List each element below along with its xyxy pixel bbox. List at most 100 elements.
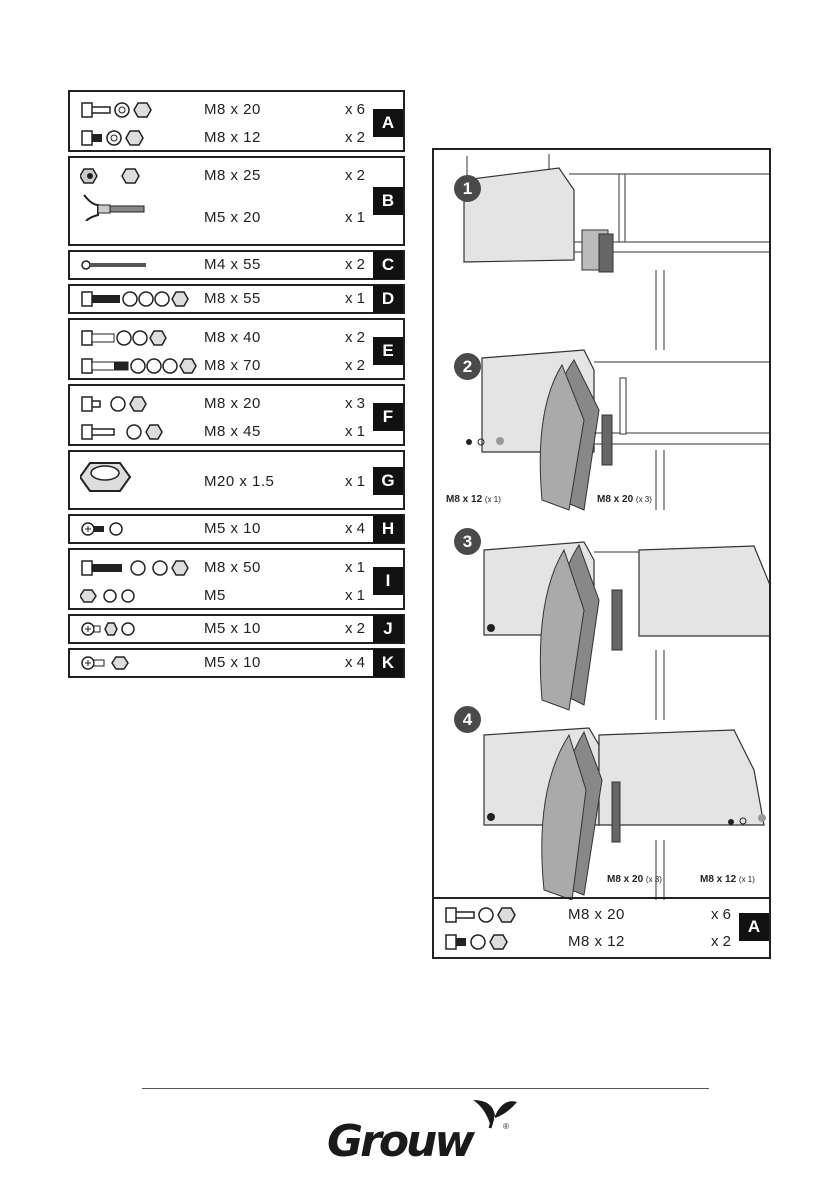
- part-row: M8 x 70 x 2: [70, 353, 403, 379]
- part-letter-badge: I: [373, 567, 403, 595]
- part-row: M5 x 10 x 4: [70, 516, 403, 542]
- part-spec: M8 x 20: [204, 395, 261, 412]
- part-spec: M8 x 40: [204, 329, 261, 346]
- part-box-g: M20 x 1.5 x 1 G: [68, 450, 405, 510]
- part-spec: M8 x 70: [204, 357, 261, 374]
- registered-mark: ®: [503, 1122, 509, 1131]
- part-row: M4 x 55 x 2: [70, 252, 403, 278]
- part-qty: x 6: [344, 101, 365, 118]
- step-1-illustration: [463, 154, 769, 350]
- part-row: M5 x 1: [70, 583, 403, 609]
- brand-logo: Grouw ®: [325, 1094, 525, 1169]
- bolt-washers-nut-icon: [81, 291, 189, 307]
- part-qty: x 6: [710, 906, 731, 923]
- part-spec: M5 x 10: [204, 654, 261, 671]
- part-row: M8 x 50 x 1: [70, 555, 403, 581]
- step-number-badge: 3: [454, 528, 481, 555]
- part-box-h: M5 x 10 x 4 H: [68, 514, 405, 544]
- part-qty: x 1: [344, 587, 365, 604]
- part-box-d: M8 x 55 x 1 D: [68, 284, 405, 314]
- part-letter-badge: A: [739, 913, 769, 941]
- panel-hardware-key: M8 x 20 x 6 M8 x 12 x 2 A: [434, 897, 769, 957]
- long-screw-icon: [81, 260, 146, 270]
- callout-size: M8 x 12: [700, 874, 737, 885]
- callout-size: M8 x 12: [446, 494, 483, 505]
- part-qty: x 4: [344, 654, 365, 671]
- part-letter-badge: H: [373, 515, 403, 543]
- part-spec: M8 x 25: [204, 167, 261, 184]
- part-letter-badge: E: [373, 337, 403, 365]
- part-qty: x 2: [344, 620, 365, 637]
- part-row: M8 x 20 x 3: [70, 391, 403, 417]
- callout-count: (x 3): [645, 875, 662, 884]
- part-box-e: M8 x 40 x 2 M8 x 70 x 2 E: [68, 318, 405, 380]
- large-nut-icon: [80, 462, 132, 492]
- bolt-washer-nut-icon: [81, 130, 144, 146]
- part-qty: x 2: [344, 129, 365, 146]
- screw-washer-icon: [81, 522, 123, 536]
- part-box-b: M8 x 25 x 2 M5 x 20 x 1 B: [68, 156, 405, 246]
- part-row: M8 x 25 x 2: [70, 163, 403, 189]
- assembly-illustration: [463, 154, 769, 900]
- part-qty: x 1: [344, 559, 365, 576]
- assembly-steps-panel: 1 2 3 4 M8 x 12 (x 1) M8 x 20 (x 3) M8 x…: [432, 148, 771, 959]
- callout-count: (x 1): [484, 495, 501, 504]
- part-qty: x 1: [344, 473, 365, 490]
- bolt-washers-nut-icon: [81, 358, 197, 374]
- fastener-callout: M8 x 12 (x 1): [446, 494, 501, 505]
- part-spec: M4 x 55: [204, 256, 261, 273]
- part-row: M5 x 10 x 2: [70, 616, 403, 642]
- part-letter-badge: A: [373, 109, 403, 137]
- part-spec: M8 x 50: [204, 559, 261, 576]
- step-number-badge: 2: [454, 353, 481, 380]
- bolt-washer-nut-icon: [81, 396, 147, 412]
- part-row: M8 x 12 x 2: [70, 125, 403, 151]
- part-qty: x 4: [344, 520, 365, 537]
- callout-size: M8 x 20: [597, 494, 634, 505]
- part-row: M20 x 1.5 x 1: [70, 462, 403, 495]
- nut-washers-icon: [80, 589, 135, 603]
- wing-bolt-icon: [83, 194, 145, 221]
- part-letter-badge: D: [373, 285, 403, 313]
- part-spec: M5 x 10: [204, 620, 261, 637]
- bolt-washers-nut-icon: [81, 560, 189, 576]
- part-letter-badge: C: [373, 251, 403, 279]
- footer-divider: [142, 1088, 709, 1089]
- step-4-illustration: [483, 727, 766, 900]
- part-qty: x 1: [344, 290, 365, 307]
- part-row: M8 x 40 x 2: [70, 325, 403, 351]
- part-spec: M20 x 1.5: [204, 473, 275, 490]
- bolt-washer-nut-icon: [445, 907, 516, 923]
- part-letter-badge: F: [373, 403, 403, 431]
- part-row: M8 x 20 x 6: [434, 902, 769, 928]
- part-letter-badge: G: [373, 467, 403, 495]
- part-letter-badge: J: [373, 615, 403, 643]
- part-letter-badge: B: [373, 187, 403, 215]
- part-qty: x 2: [344, 357, 365, 374]
- part-letter-badge: K: [373, 649, 403, 677]
- part-qty: x 2: [344, 256, 365, 273]
- part-row: M5 x 10 x 4: [70, 650, 403, 676]
- sprout-icon: [473, 1100, 517, 1129]
- part-qty: x 2: [344, 329, 365, 346]
- part-spec: M5 x 20: [204, 209, 261, 226]
- part-qty: x 2: [710, 933, 731, 950]
- brand-name: Grouw: [327, 1116, 475, 1167]
- fastener-callout: M8 x 20 (x 3): [597, 494, 652, 505]
- part-row: M8 x 55 x 1: [70, 286, 403, 312]
- part-box-c: M4 x 55 x 2 C: [68, 250, 405, 280]
- part-row: M8 x 20 x 6: [70, 97, 403, 123]
- part-box-k: M5 x 10 x 4 K: [68, 648, 405, 678]
- part-spec: M8 x 55: [204, 290, 261, 307]
- part-box-f: M8 x 20 x 3 M8 x 45 x 1 F: [68, 384, 405, 446]
- part-spec: M5: [204, 587, 226, 604]
- part-spec: M8 x 20: [568, 906, 625, 923]
- part-spec: M5 x 10: [204, 520, 261, 537]
- part-qty: x 2: [344, 167, 365, 184]
- part-box-i: M8 x 50 x 1 M5 x 1 I: [68, 548, 405, 610]
- step-2-illustration: [466, 349, 769, 511]
- callout-count: (x 3): [635, 495, 652, 504]
- part-row: M8 x 12 x 2: [434, 929, 769, 955]
- fastener-callout: M8 x 12 (x 1): [700, 874, 755, 885]
- step-number-badge: 4: [454, 706, 481, 733]
